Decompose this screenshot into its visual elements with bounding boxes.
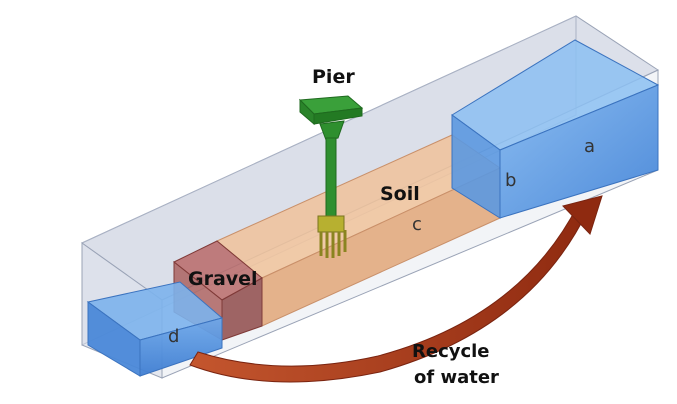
recycle-arrow [189, 195, 603, 383]
zone-d-label: d [168, 326, 179, 347]
recycle-arrow-head [562, 195, 603, 235]
gravel-label: Gravel [188, 268, 258, 290]
pier-piles [319, 230, 347, 258]
pier [298, 95, 364, 258]
recycle-label-line1: Recycle [412, 341, 490, 362]
pier-label: Pier [312, 66, 355, 88]
zone-b-label: b [505, 170, 516, 191]
recycle-label-line2: of water [414, 367, 499, 388]
water-tank-upstream [451, 39, 660, 219]
zone-a-label: a [584, 136, 595, 157]
water-tank-downstream [86, 281, 224, 377]
soil-label: Soil [380, 183, 420, 205]
zone-c-label: c [412, 214, 422, 235]
